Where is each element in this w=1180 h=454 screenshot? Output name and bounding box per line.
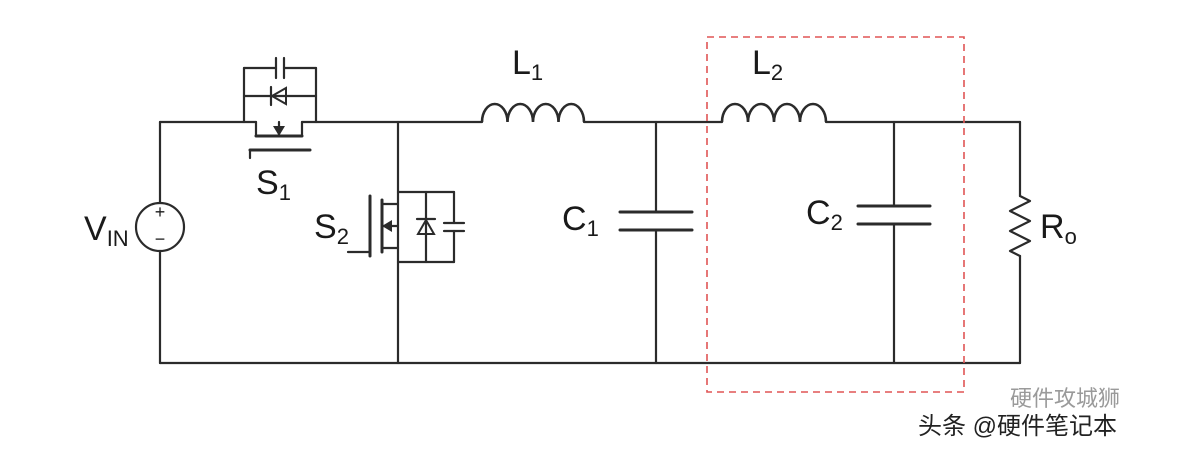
vin-plus-sign: + [155, 202, 166, 222]
vin-minus-sign: − [155, 229, 166, 249]
l1-label: L1 [512, 44, 543, 85]
c1-label-main: C [562, 200, 587, 238]
l2-label: L2 [752, 44, 783, 85]
l1-label-sub: 1 [531, 60, 543, 85]
s2-label: S2 [314, 208, 349, 249]
l2-label-main: L [752, 44, 771, 82]
watermark-text: 头条 @硬件笔记本 [918, 413, 1117, 440]
c1-label-sub: 1 [587, 216, 599, 241]
second-stage-filter-highlight [706, 36, 965, 393]
c2-label-main: C [806, 194, 831, 232]
ro-label: Ro [1040, 208, 1077, 249]
s1-mosfet [242, 56, 318, 160]
watermark-ghost-text: 硬件攻城狮 [1010, 386, 1120, 411]
ro-label-main: R [1040, 208, 1065, 246]
s1-label-sub: 1 [279, 180, 291, 205]
c1-label: C1 [562, 200, 599, 241]
vin-label: VIN [84, 210, 129, 251]
s2-label-main: S [314, 208, 337, 246]
s1-label-main: S [256, 164, 279, 202]
s2-mosfet [346, 190, 466, 264]
c1-capacitor [618, 210, 694, 232]
c2-label: C2 [806, 194, 843, 235]
vin-label-sub: IN [107, 226, 129, 251]
vin-voltage-source: + − [134, 201, 186, 253]
c2-capacitor [856, 204, 932, 226]
l2-label-sub: 2 [771, 60, 783, 85]
s2-label-sub: 2 [337, 224, 349, 249]
ro-resistor [1008, 194, 1032, 258]
l1-inductor [480, 102, 586, 123]
c2-label-sub: 2 [831, 210, 843, 235]
s1-label: S1 [256, 164, 291, 205]
vin-label-main: V [84, 210, 107, 248]
l1-label-main: L [512, 44, 531, 82]
l2-inductor [720, 102, 828, 123]
circuit-wires [158, 120, 1022, 365]
ro-label-sub: o [1065, 224, 1077, 249]
